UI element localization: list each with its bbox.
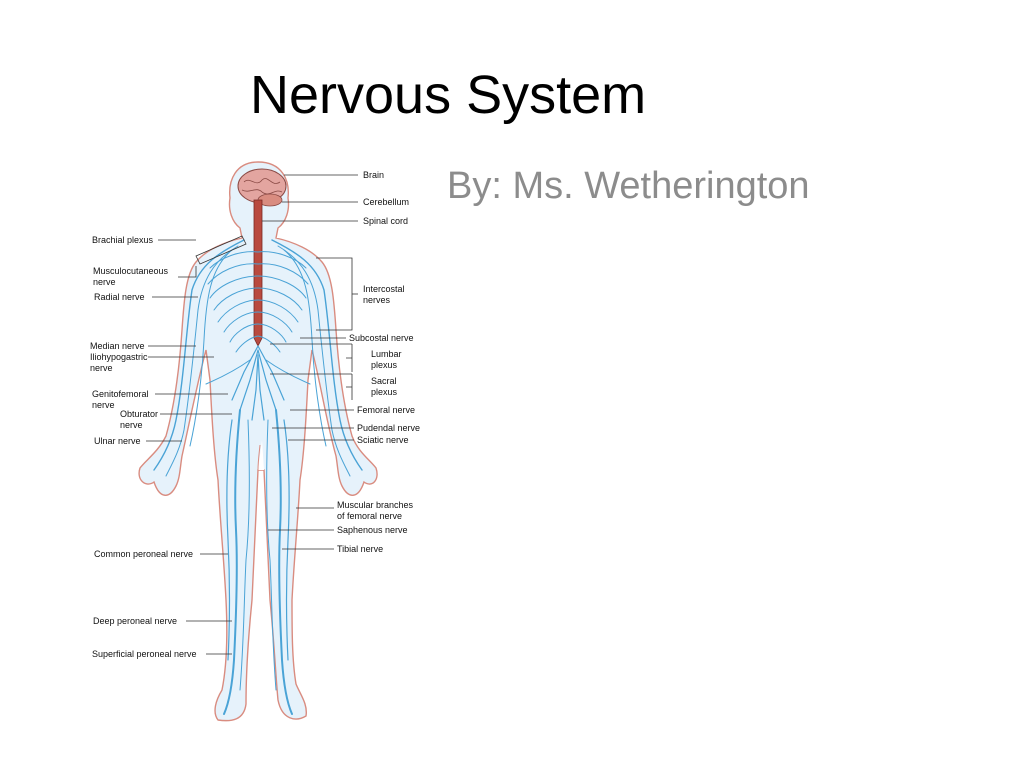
label-deep-peroneal: Deep peroneal nerve [93, 616, 177, 626]
label-pudendal-nerve: Pudendal nerve [357, 423, 420, 433]
label-subcostal-nerve: Subcostal nerve [349, 333, 414, 343]
label-lumbar-2: plexus [371, 360, 398, 370]
leg-nerves [223, 409, 293, 715]
label-radial-nerve: Radial nerve [94, 292, 145, 302]
label-brachial-plexus: Brachial plexus [92, 235, 154, 245]
label-sciatic-nerve: Sciatic nerve [357, 435, 409, 445]
label-obturator-1: Obturator [120, 409, 158, 419]
label-obturator-2: nerve [120, 420, 143, 430]
label-brain: Brain [363, 170, 384, 180]
label-lumbar-1: Lumbar [371, 349, 402, 359]
label-saphenous-nerve: Saphenous nerve [337, 525, 408, 535]
label-superficial-peroneal: Superficial peroneal nerve [92, 649, 197, 659]
label-musculocutaneous-1: Musculocutaneous [93, 266, 169, 276]
spinal-cord-shape [253, 199, 263, 347]
label-musculocutaneous-2: nerve [93, 277, 116, 287]
label-muscular-branches-2: of femoral nerve [337, 511, 402, 521]
label-femoral-nerve: Femoral nerve [357, 405, 415, 415]
label-sacral-2: plexus [371, 387, 398, 397]
slide-title: Nervous System [250, 65, 647, 125]
label-median-nerve: Median nerve [90, 341, 145, 351]
label-iliohypogastric-1: Iliohypogastric [90, 352, 148, 362]
label-sacral-1: Sacral [371, 376, 397, 386]
label-muscular-branches-1: Muscular branches [337, 500, 414, 510]
slide-subtitle: By: Ms. Wetherington [447, 165, 810, 207]
label-tibial-nerve: Tibial nerve [337, 544, 383, 554]
label-intercostal-1: Intercostal [363, 284, 405, 294]
label-common-peroneal: Common peroneal nerve [94, 549, 193, 559]
label-genitofemoral-1: Genitofemoral [92, 389, 149, 399]
label-genitofemoral-2: nerve [92, 400, 115, 410]
label-cerebellum: Cerebellum [363, 197, 409, 207]
label-ulnar-nerve: Ulnar nerve [94, 436, 141, 446]
label-intercostal-2: nerves [363, 295, 391, 305]
intercostal-nerves [207, 251, 309, 353]
arm-nerves [153, 239, 363, 477]
label-iliohypogastric-2: nerve [90, 363, 113, 373]
lumbosacral-plexus [205, 345, 311, 421]
label-spinal-cord: Spinal cord [363, 216, 408, 226]
